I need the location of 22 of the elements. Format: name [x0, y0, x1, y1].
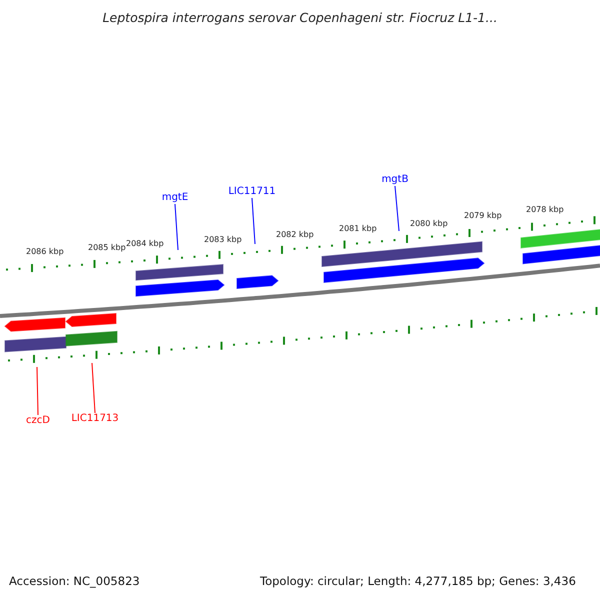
gene-label: czcD [26, 416, 50, 426]
scale-label: 2080 kbp [410, 220, 448, 228]
gene-label: LIC11713 [71, 414, 119, 424]
footer-text: Accession: NC_005823 [9, 576, 140, 588]
footer-text: Topology: circular; Length: 4,277,185 bp; Genes: 3,436 [260, 576, 576, 588]
gene-label: LIC11711 [228, 187, 276, 197]
leader-line [252, 198, 256, 244]
leader-line [36, 366, 38, 416]
scale-label: 2078 kbp [526, 206, 564, 214]
scale-label: 2081 kbp [339, 225, 377, 233]
gene-label: mgtB [382, 175, 408, 185]
gene-label: mgtE [162, 193, 188, 203]
leader-line [394, 186, 400, 232]
leader-line [174, 204, 178, 250]
scale-label: 2079 kbp [464, 212, 502, 220]
title: Leptospira interrogans serovar Copenhageni str. Fiocruz L1-1... [102, 12, 498, 24]
scale-label: 2083 kbp [204, 236, 242, 244]
scale-label: 2086 kbp [26, 248, 64, 256]
scale-label: 2084 kbp [126, 240, 164, 248]
scale-label: 2085 kbp [88, 244, 126, 252]
leader-line [92, 362, 96, 414]
scale-label: 2082 kbp [276, 231, 314, 239]
